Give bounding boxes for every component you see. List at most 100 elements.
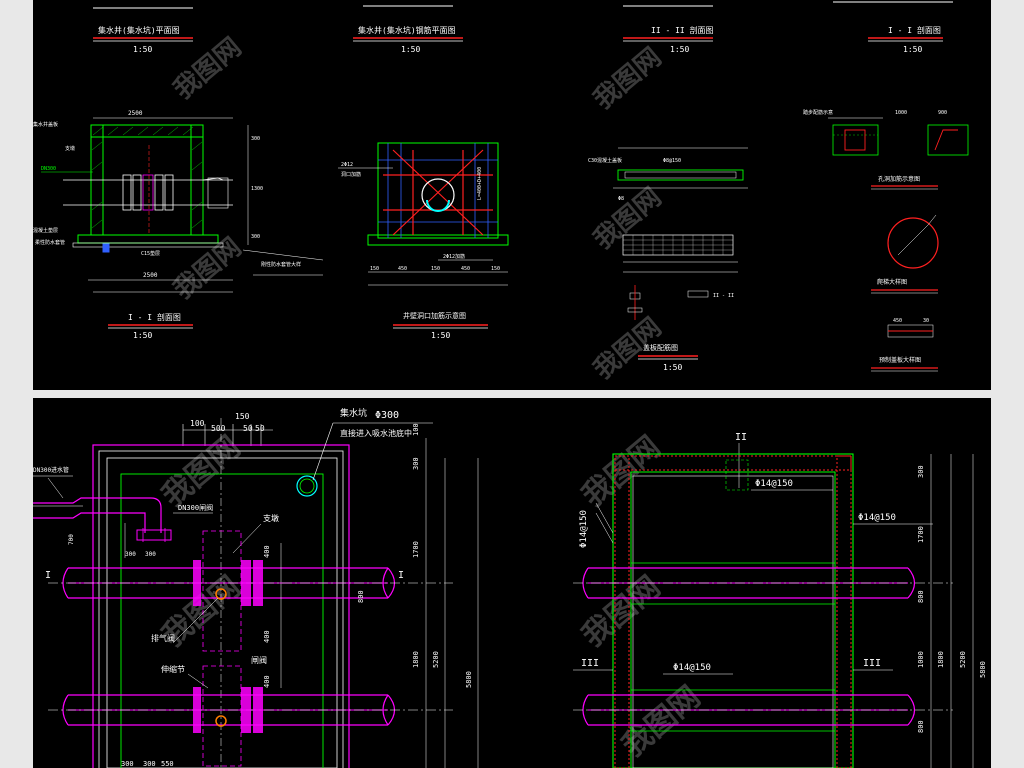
cover-view-scale: 1:50 bbox=[663, 363, 682, 372]
left-dim-700: 700 bbox=[68, 534, 75, 545]
right-rebar-label-left: Φ14@150 bbox=[579, 510, 589, 548]
left-right-dim-3: 1700 bbox=[412, 541, 420, 558]
right-dim-7: 5800 bbox=[979, 661, 987, 678]
right-dim-3: 800 bbox=[917, 590, 925, 603]
left-pipe-dim-2: 400 bbox=[263, 630, 271, 643]
section-view-1: 2500 集水井盖板 bbox=[33, 110, 324, 340]
section-view-title: I - I 剖面图 bbox=[128, 312, 181, 322]
detail-label-step: 踏步配筋示意 bbox=[803, 109, 833, 116]
watermark-text: 我图网 bbox=[576, 569, 667, 654]
section-label-dn300: DN300 bbox=[41, 166, 56, 172]
detail-views: 踏步配筋示意 1000 900 孔洞加筋示意图 爬梯大样图 450 30 预制盖… bbox=[803, 109, 969, 372]
section-bottom-dim: 2500 bbox=[143, 272, 158, 279]
rebar-dim-1: 150 bbox=[370, 266, 379, 272]
left-dim-300a: 300 bbox=[125, 551, 136, 558]
rebar-label-1: 2Φ12 bbox=[341, 162, 353, 168]
detail-title-plate: 预制盖板大样图 bbox=[879, 356, 921, 364]
bottom-sheet-svg: 我图网 我图网 我图网 我图网 我图网 100 150 500 50 50 集水… bbox=[33, 407, 987, 768]
header-scale-4: 1:50 bbox=[903, 45, 922, 54]
left-pipe-dim-1: 400 bbox=[263, 545, 271, 558]
left-label-direct: 直接进入吸水池底中 bbox=[340, 428, 412, 438]
left-top-dim-1: 100 bbox=[190, 419, 205, 428]
left-label-expansion: 伸缩节 bbox=[161, 664, 185, 674]
right-pipe-row-2 bbox=[573, 694, 953, 726]
section-view-scale: 1:50 bbox=[133, 331, 152, 340]
right-rebar-label-mid: Φ14@150 bbox=[673, 663, 711, 673]
left-right-dim-2: 300 bbox=[412, 457, 420, 470]
left-top-dim-4: 50 bbox=[243, 424, 253, 433]
bottom-drawing-sheet: 我图网 我图网 我图网 我图网 我图网 100 150 500 50 50 集水… bbox=[33, 398, 991, 768]
section-label-cover: 集水井盖板 bbox=[33, 121, 58, 128]
left-top-dim-3: 500 bbox=[211, 424, 226, 433]
rebar-view-scale: 1:50 bbox=[431, 331, 450, 340]
section-label-flex-sleeve: 柔性防水套管 bbox=[35, 239, 65, 246]
right-pipe-row-1 bbox=[573, 567, 953, 599]
rebar-label-2: 洞口加筋 bbox=[341, 171, 361, 178]
left-plan: 100 150 500 50 50 集水坑 Φ300 直接进入吸水池底中 DN3… bbox=[33, 407, 479, 768]
right-dim-4: 1000 bbox=[917, 651, 925, 668]
rebar-dim-2: 450 bbox=[398, 266, 407, 272]
left-dim-300b: 300 bbox=[145, 551, 156, 558]
left-section-mark-1: I bbox=[45, 570, 51, 581]
left-bottom-dim-2: 300 bbox=[143, 760, 156, 768]
cover-view: C30混凝土盖板 Φ8@150 Φ8 II - II 盖板配筋图 1:50 bbox=[588, 147, 748, 372]
right-plan: II Φ14@150 Φ14@150 Φ14@150 Φ14@150 bbox=[573, 432, 987, 768]
rebar-dim-3: 150 bbox=[431, 266, 440, 272]
rebar-view: 2Φ12 洞口加筋 L=400+D+400 2Φ12加筋 150 450 150… bbox=[338, 142, 509, 340]
detail-dim-3: 450 bbox=[893, 318, 902, 324]
left-pipe-dim-3: 400 bbox=[263, 675, 271, 688]
section-label-concrete: 混凝土垫层 bbox=[33, 227, 58, 234]
left-label-sump: 集水坑 bbox=[340, 407, 367, 419]
header-titles: 集水井(集水坑)平面图 1:50 集水井(集水坑)钢筋平面图 1:50 II -… bbox=[93, 1, 953, 54]
right-dim-6: 5200 bbox=[959, 651, 967, 668]
header-title-1: 集水井(集水坑)平面图 bbox=[98, 25, 180, 35]
left-top-dim-5: 50 bbox=[255, 424, 265, 433]
right-section-mark-left: III bbox=[581, 658, 599, 669]
top-drawing-sheet: 我图网 我图网 我图网 我图网 我图网 集水井(集水坑)平面图 1:50 集水井… bbox=[33, 0, 991, 390]
rebar-dim-5: 150 bbox=[491, 266, 500, 272]
watermark: 我图网 我图网 我图网 我图网 我图网 bbox=[156, 429, 707, 764]
detail-dim-4: 30 bbox=[923, 318, 929, 324]
header-title-2: 集水井(集水坑)钢筋平面图 bbox=[358, 25, 456, 35]
left-right-dim-6: 5800 bbox=[465, 671, 473, 688]
section-label-rigid-sleeve: 刚性防水套管大样 bbox=[261, 261, 301, 268]
detail-title-hole: 孔洞加筋示意图 bbox=[878, 175, 920, 183]
cover-label-phi8: Φ8 bbox=[618, 196, 624, 202]
left-label-gate: DN300闸阀 bbox=[178, 503, 213, 512]
detail-dim-1: 1000 bbox=[895, 110, 907, 116]
top-sheet-svg: 我图网 我图网 我图网 我图网 我图网 集水井(集水坑)平面图 1:50 集水井… bbox=[33, 1, 969, 385]
header-title-4: I - I 剖面图 bbox=[888, 25, 941, 35]
rebar-label-len: L=400+D+400 bbox=[477, 167, 483, 200]
watermark-text: 我图网 bbox=[156, 429, 247, 514]
cover-label-rebar: Φ8@150 bbox=[663, 158, 681, 164]
left-label-inlet: DN300进水管 bbox=[33, 466, 69, 474]
rebar-dim-4: 450 bbox=[461, 266, 470, 272]
right-dim-2: 1700 bbox=[917, 526, 925, 543]
watermark-text: 我图网 bbox=[588, 42, 667, 115]
rebar-view-title: 井壁洞口加筋示意图 bbox=[403, 311, 466, 320]
right-dim-5: 1800 bbox=[937, 651, 945, 668]
watermark-text: 我图网 bbox=[168, 32, 247, 105]
left-pipe-dim-4: 800 bbox=[357, 590, 365, 603]
cover-label-section: II - II bbox=[713, 293, 734, 299]
left-bottom-dim-1: 300 bbox=[121, 760, 134, 768]
section-side-dim-1: 300 bbox=[251, 136, 260, 142]
section-side-dim-3: 300 bbox=[251, 234, 260, 240]
detail-dim-2: 900 bbox=[938, 110, 947, 116]
section-label-support: 支墩 bbox=[65, 145, 75, 152]
watermark-text: 我图网 bbox=[588, 182, 667, 255]
left-right-dim-4: 1800 bbox=[412, 651, 420, 668]
left-label-support: 支墩 bbox=[263, 513, 279, 523]
cover-label-concrete: C30混凝土盖板 bbox=[588, 157, 622, 164]
cover-view-title: 盖板配筋图 bbox=[643, 343, 678, 352]
right-dim-8: 800 bbox=[917, 720, 925, 733]
detail-title-ladder: 爬梯大样图 bbox=[877, 278, 907, 286]
watermark: 我图网 我图网 我图网 我图网 我图网 bbox=[168, 32, 667, 385]
rebar-label-3: 2Φ12加筋 bbox=[443, 253, 465, 260]
right-section-mark-top: II bbox=[735, 432, 747, 443]
right-rebar-label-right: Φ14@150 bbox=[858, 513, 896, 523]
header-title-3: II - II 剖面图 bbox=[651, 25, 714, 35]
pipe-row-2 bbox=[48, 694, 453, 726]
section-top-dim: 2500 bbox=[128, 110, 143, 117]
left-section-mark-2: I bbox=[398, 570, 404, 581]
